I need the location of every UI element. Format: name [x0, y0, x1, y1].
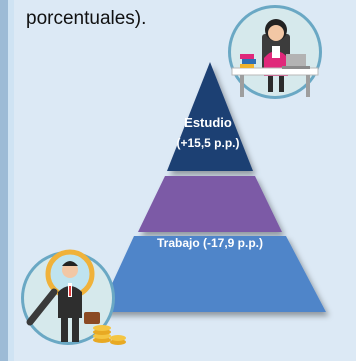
left-accent-bar: [0, 0, 8, 361]
businessman-magnifier-icon: [21, 249, 126, 345]
woman-at-desk-icon: [228, 5, 322, 99]
top-tier-value: (+15,5 p.p.): [176, 136, 239, 150]
pyramid-tier-top: [167, 62, 253, 171]
pyramid-tier-middle: [138, 176, 282, 232]
pyramid-tier-bottom: [99, 236, 326, 312]
heading-text: porcentuales).: [26, 8, 147, 29]
top-tier-label: Estudio: [184, 115, 232, 130]
bottom-tier-label: Trabajo (-17,9 p.p.): [157, 236, 263, 250]
